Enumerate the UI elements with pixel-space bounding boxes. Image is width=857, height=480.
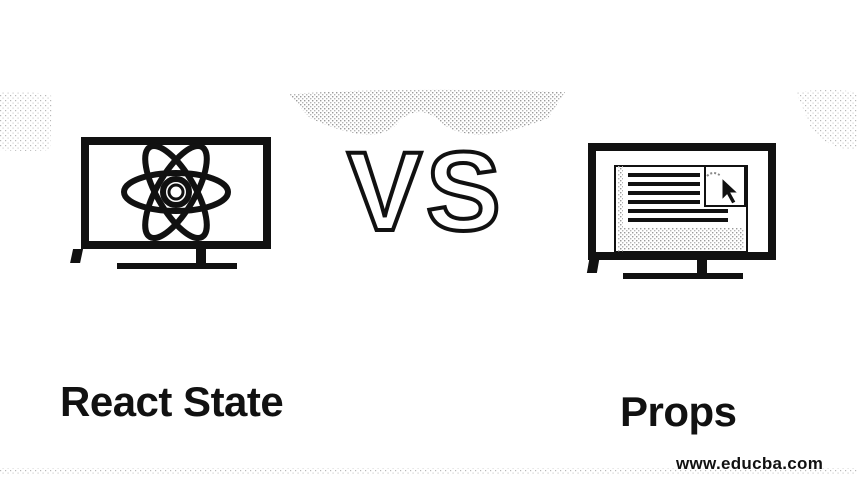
props-label: Props bbox=[620, 388, 737, 435]
vs-label: VS bbox=[347, 129, 504, 254]
react-logo-icon bbox=[121, 142, 231, 242]
website-url: www.educba.com bbox=[676, 454, 824, 473]
cursor-icon bbox=[706, 172, 740, 205]
dithered-background bbox=[0, 89, 857, 474]
document-icon bbox=[614, 165, 748, 253]
vs-text: VS bbox=[345, 127, 504, 256]
react-state-label: React State bbox=[60, 378, 284, 425]
